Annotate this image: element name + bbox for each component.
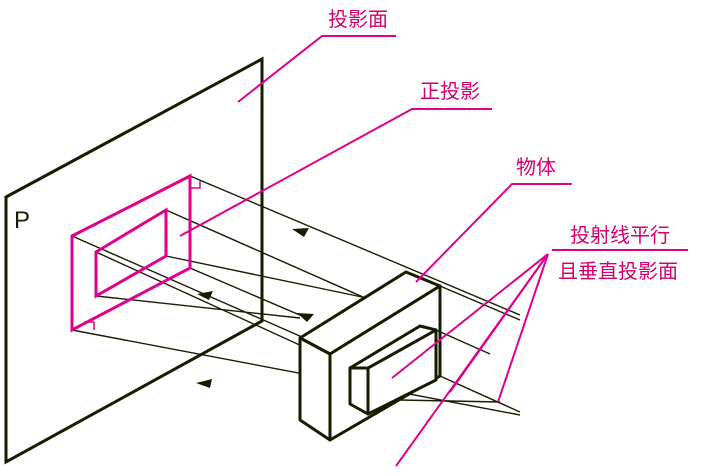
right-angle-marker-bottom (84, 321, 95, 330)
leader-lines (179, 35, 688, 467)
leader-orthographic-projection (179, 108, 492, 237)
leader-rays-2 (497, 253, 549, 403)
ray-front-low (399, 399, 501, 403)
label-projection-plane: 投影面 (328, 7, 388, 31)
right-angle-marker-top (190, 181, 201, 189)
projection-inner-rect (94, 207, 168, 299)
label-object: 物体 (516, 155, 556, 179)
projection-rays-front (399, 285, 521, 413)
arrowhead-bottom (196, 379, 212, 388)
projection-plane (4, 56, 264, 465)
label-orthographic-projection: 正投影 (420, 79, 480, 103)
ray-front-bottom (439, 375, 521, 413)
leader-rays-1 (391, 253, 549, 379)
object-block-side (348, 366, 370, 416)
leader-rays-4 (395, 253, 549, 467)
ray-front-mid (435, 329, 491, 355)
arrowhead-mid (197, 291, 213, 300)
ray-arrowheads (196, 228, 314, 388)
ray-top-left (189, 175, 521, 316)
ray-mid-left (71, 235, 303, 338)
leader-projection-plane (237, 35, 396, 103)
ray-mid-right (189, 267, 303, 317)
label-rays-line2: 且垂直投影面 (558, 259, 678, 283)
object-side-face (298, 336, 332, 442)
arrowhead-right (297, 313, 314, 322)
leader-object (415, 183, 572, 283)
ray-front-top (439, 285, 521, 321)
projection-outer-rect (70, 173, 192, 333)
object-box (298, 270, 442, 442)
projection-image (70, 173, 201, 333)
arrowhead-top (292, 228, 309, 237)
label-rays-line1: 投射线平行 (570, 223, 670, 247)
projection-plane-outline (4, 56, 264, 465)
plane-letter-label: P (14, 207, 30, 234)
ray-inner-4 (165, 255, 363, 298)
